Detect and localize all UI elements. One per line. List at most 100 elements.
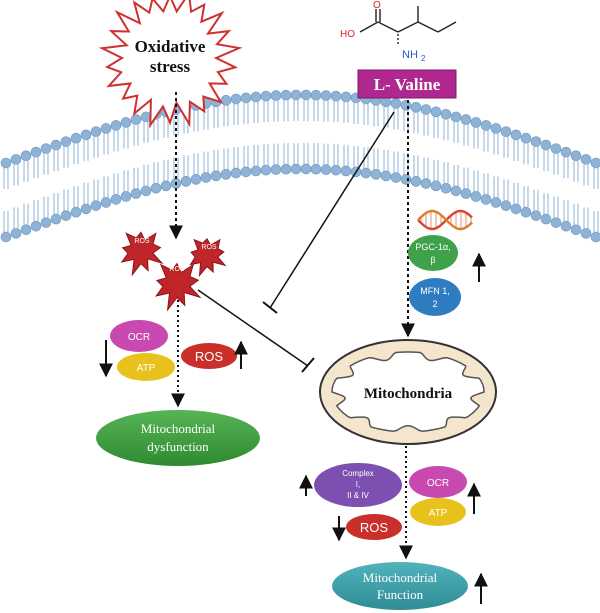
lipid-head bbox=[120, 117, 132, 128]
lipid-head bbox=[580, 154, 592, 165]
lipid-head bbox=[310, 163, 322, 175]
function-oval bbox=[332, 562, 468, 610]
lipid-head bbox=[360, 167, 372, 179]
lipid-head bbox=[150, 182, 162, 194]
valine-structure bbox=[359, 6, 457, 46]
lipid-head bbox=[190, 174, 202, 185]
lipid-head bbox=[120, 191, 132, 202]
lipid-head bbox=[70, 132, 82, 144]
lipid-head bbox=[140, 185, 152, 197]
lipid-head bbox=[230, 93, 242, 105]
lipid-head bbox=[320, 90, 332, 101]
lipid-head bbox=[290, 89, 302, 101]
lipid-head bbox=[590, 231, 600, 243]
lipid-head bbox=[240, 166, 252, 178]
lipid-head bbox=[470, 191, 482, 202]
lipid-head bbox=[110, 194, 122, 205]
lipid-head bbox=[400, 174, 412, 185]
complex-oval bbox=[314, 463, 402, 507]
lipid-head bbox=[340, 91, 352, 103]
lipid-head bbox=[220, 95, 232, 106]
lipid-head bbox=[200, 172, 212, 183]
lipid-head bbox=[240, 92, 252, 104]
lipid-head bbox=[60, 210, 72, 221]
left-ros-pill bbox=[181, 343, 237, 369]
lipid-head bbox=[500, 126, 512, 137]
lipid-head bbox=[460, 114, 472, 125]
lipid-head bbox=[520, 206, 532, 218]
left-ros-label: ROS bbox=[195, 349, 224, 364]
mitochondria-label: Mitochondria bbox=[364, 386, 453, 402]
lipid-head bbox=[10, 228, 22, 239]
pgc-oval bbox=[408, 235, 458, 271]
lipid-head bbox=[530, 210, 542, 221]
dysfunction-oval bbox=[96, 410, 260, 466]
lipid-head bbox=[430, 106, 442, 118]
lipid-head bbox=[220, 169, 232, 180]
lipid-head bbox=[110, 120, 122, 131]
dna-helix-icon bbox=[417, 209, 473, 231]
lipid-head bbox=[130, 114, 142, 125]
lipid-head bbox=[30, 146, 42, 158]
complex-label-line2: I, bbox=[356, 480, 360, 489]
lipid-head bbox=[570, 150, 582, 162]
lipid-head bbox=[560, 146, 572, 158]
lipid-head bbox=[20, 224, 32, 236]
lipid-head bbox=[450, 185, 462, 197]
lipid-bilayer-membrane bbox=[0, 89, 600, 243]
lipid-head bbox=[570, 224, 582, 236]
lipid-head bbox=[230, 167, 242, 179]
ros-burst-b-label: ROS bbox=[201, 244, 217, 251]
ros-burst-c bbox=[155, 262, 202, 312]
mfn-oval bbox=[409, 278, 461, 316]
ros-burst-c-label: ROS bbox=[169, 266, 185, 273]
right-ocr-label: OCR bbox=[427, 478, 449, 489]
lipid-head bbox=[290, 163, 302, 175]
mfn-label-line2: 2 bbox=[432, 299, 437, 309]
lipid-head bbox=[560, 220, 572, 232]
lipid-head bbox=[580, 228, 592, 239]
lipid-head bbox=[10, 154, 22, 165]
right-atp-pill bbox=[410, 498, 466, 526]
lipid-head bbox=[300, 89, 312, 101]
stress-label-line2: stress bbox=[150, 57, 191, 76]
lipid-head bbox=[450, 111, 462, 123]
valine-nh-subscript: 2 bbox=[421, 54, 426, 63]
left-atp-pill bbox=[117, 353, 175, 381]
lipid-head bbox=[330, 164, 342, 176]
lipid-head bbox=[0, 157, 12, 169]
lipid-head bbox=[500, 200, 512, 211]
lipid-head bbox=[410, 102, 422, 113]
complex-label-line1: Complex bbox=[342, 469, 374, 478]
oxidative-stress-burst: Oxidative stress bbox=[98, 0, 243, 129]
lipid-head bbox=[260, 164, 272, 176]
lipid-head bbox=[210, 170, 222, 182]
pgc-label-line1: PGC-1α, bbox=[415, 242, 450, 252]
lipid-head bbox=[70, 206, 82, 218]
complex-label-line3: II & IV bbox=[347, 491, 369, 500]
mfn-label-line1: MFN 1, bbox=[420, 286, 450, 296]
dysfunction-label-line2: dysfunction bbox=[147, 439, 209, 454]
lipid-head bbox=[380, 170, 392, 182]
lipid-head bbox=[280, 163, 292, 175]
lipid-head bbox=[130, 188, 142, 199]
lipid-head bbox=[510, 129, 522, 141]
ros-burst-a bbox=[120, 231, 164, 277]
valine-inhibition-bar bbox=[262, 301, 278, 314]
lipid-head bbox=[550, 217, 562, 228]
ros-burst-a-label: ROS bbox=[134, 238, 150, 245]
lipid-head bbox=[270, 90, 282, 101]
lipid-head bbox=[390, 98, 402, 109]
lipid-head bbox=[280, 89, 292, 101]
lipid-head bbox=[40, 143, 52, 154]
lipid-head bbox=[80, 129, 92, 141]
lipid-head bbox=[260, 90, 272, 102]
lipid-head bbox=[490, 197, 502, 208]
lipid-head bbox=[530, 136, 542, 147]
lipid-head bbox=[160, 180, 172, 192]
right-ocr-pill bbox=[409, 466, 467, 498]
mitochondria-organelle: Mitochondria bbox=[319, 339, 497, 445]
lipid-head bbox=[340, 165, 352, 177]
lipid-head bbox=[520, 132, 532, 144]
